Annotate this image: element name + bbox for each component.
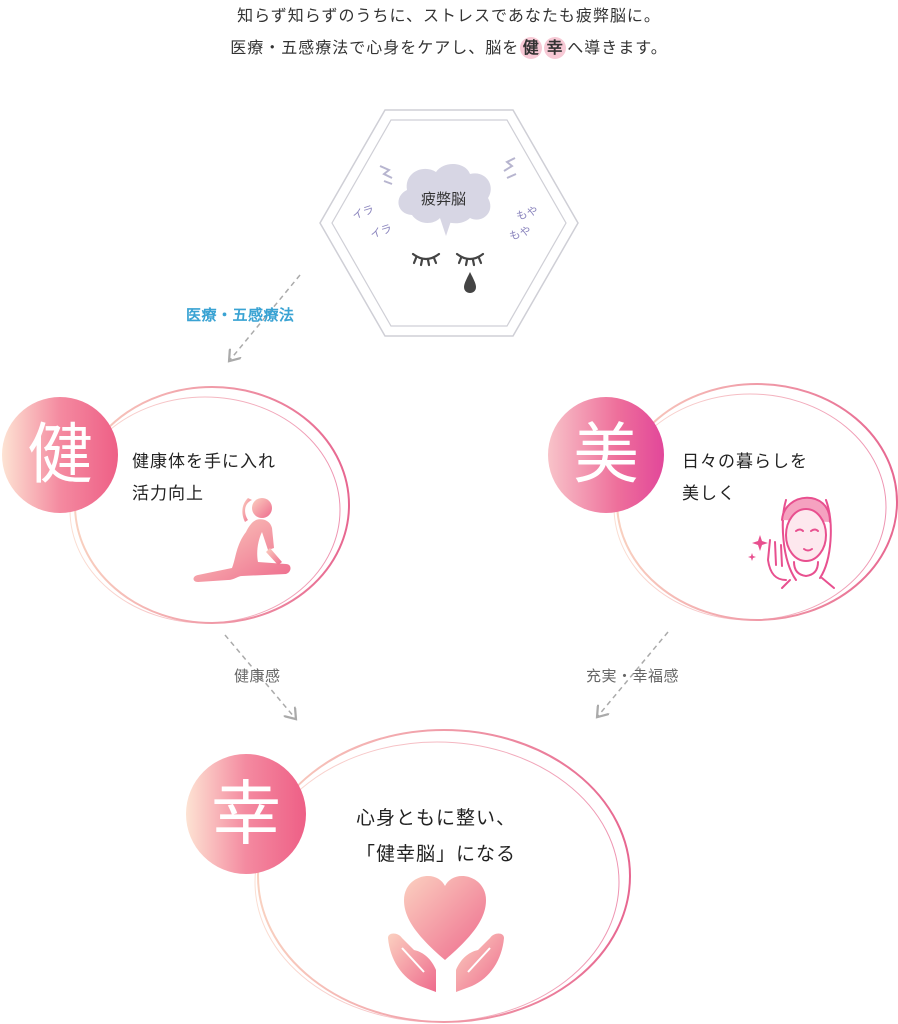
arrow-label-therapy: 医療・五感療法 [186,306,295,324]
card-bi-line-2: 美しく [682,484,736,504]
arrow-label-fulfill: 充実・幸福感 [586,667,680,685]
closed-eyes-icon [411,252,485,267]
brain-label: 疲弊脳 [421,190,467,208]
highlight-chip-kou: 幸 [544,37,567,59]
beauty-face-icon [767,496,835,589]
card-bi-text: 日々の暮らしを 美しく [682,446,808,510]
badge-kou-circle [186,754,306,874]
stretching-woman-icon [193,498,291,582]
spark-right-icon [503,157,517,179]
card-kou-line-2: 「健幸脳」になる [356,843,517,865]
badge-bi-circle [548,397,664,513]
badge-ken-circle [2,397,118,513]
card-ken-line-2: 活力向上 [132,484,204,504]
badge-ken-text: 健 [27,416,93,493]
arrow-therapy [230,274,301,360]
card-kou-rings [254,729,631,1023]
stress-hexagon [319,109,579,337]
tear-drop-icon [464,272,476,293]
intro-line-2: 医療・五感療法で心身をケアし、脳を健幸へ導きます。 [0,34,898,59]
card-bi-line-1: 日々の暮らしを [682,452,808,472]
card-ken-line-1: 健康体を手に入れ [132,452,276,472]
highlight-chip-ken: 健 [520,37,543,59]
badge-bi-text: 美 [573,416,639,493]
card-ken-text: 健康体を手に入れ 活力向上 [132,446,276,510]
intro-line-2-pre: 医療・五感療法で心身をケアし、脳を [230,38,520,57]
intro-line-2-post: へ導きます。 [567,38,668,57]
arrow-health [224,634,295,718]
card-kou-text: 心身ともに整い、 「健幸脳」になる [356,800,516,872]
arrow-fulfill [598,631,669,716]
heart-hands-icon [388,876,504,992]
brain-icon [398,163,491,236]
badge-kou-text: 幸 [211,773,281,855]
card-kou-line-1: 心身ともに整い、 [356,807,517,829]
intro-line-1: 知らず知らずのうちに、ストレスであなたも疲弊脳に。 [237,6,661,25]
arrow-label-health: 健康感 [234,667,281,685]
spark-left-icon [379,165,393,185]
sparkle-icon [748,535,768,561]
